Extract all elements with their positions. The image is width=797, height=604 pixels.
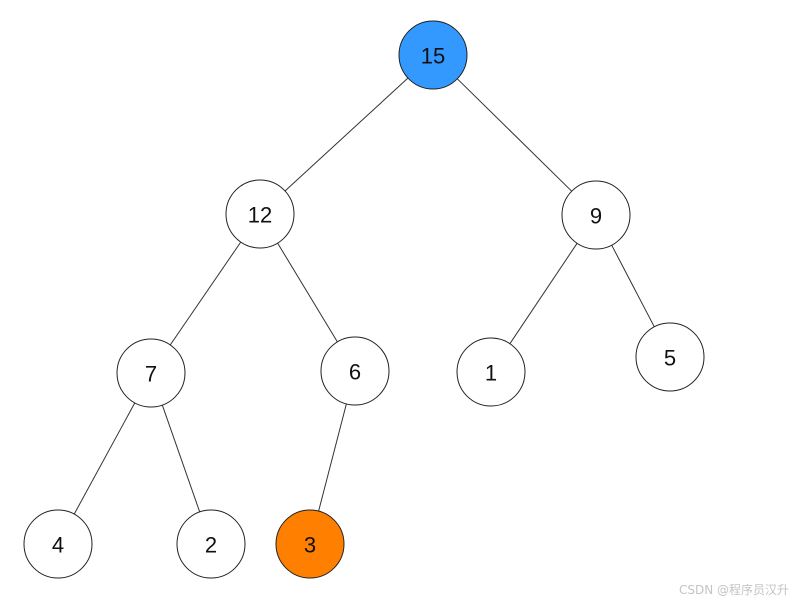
edge-15-9: [456, 78, 573, 192]
edge-12-7: [169, 241, 242, 346]
tree-node-5: 5: [635, 322, 705, 392]
node-circle: [561, 180, 631, 250]
edge-7-4: [73, 402, 136, 515]
node-label: 12: [248, 203, 272, 228]
node-label: 1: [485, 361, 497, 386]
node-circle: [23, 509, 93, 579]
node-label: 3: [304, 533, 316, 558]
node-circle: [456, 337, 526, 407]
node-label: 6: [349, 360, 361, 385]
node-label: 4: [52, 533, 64, 558]
node-circle: [635, 322, 705, 392]
tree-edges: [73, 77, 655, 515]
node-label: 5: [664, 346, 676, 371]
node-circle: [275, 509, 345, 579]
node-circle: [225, 179, 295, 249]
tree-node-12: 12: [225, 179, 295, 249]
edge-9-5: [611, 244, 655, 328]
edge-15-12: [284, 77, 409, 192]
node-label: 9: [590, 204, 602, 229]
tree-node-7: 7: [116, 338, 186, 408]
tree-node-9: 9: [561, 180, 631, 250]
edge-12-6: [277, 242, 338, 343]
node-circle: [176, 509, 246, 579]
edge-7-2: [161, 404, 201, 513]
node-label: 7: [145, 362, 157, 387]
tree-node-3: 3: [275, 509, 345, 579]
node-label: 2: [205, 533, 217, 558]
tree-node-4: 4: [23, 509, 93, 579]
watermark: CSDN @程序员汉升: [678, 583, 789, 597]
node-circle: [398, 20, 468, 90]
node-circle: [116, 338, 186, 408]
tree-node-1: 1: [456, 337, 526, 407]
node-label: 15: [421, 44, 445, 69]
tree-node-15: 15: [398, 20, 468, 90]
node-circle: [320, 336, 390, 406]
tree-node-2: 2: [176, 509, 246, 579]
edge-9-1: [509, 243, 578, 344]
tree-node-6: 6: [320, 336, 390, 406]
edge-6-3: [318, 403, 347, 512]
